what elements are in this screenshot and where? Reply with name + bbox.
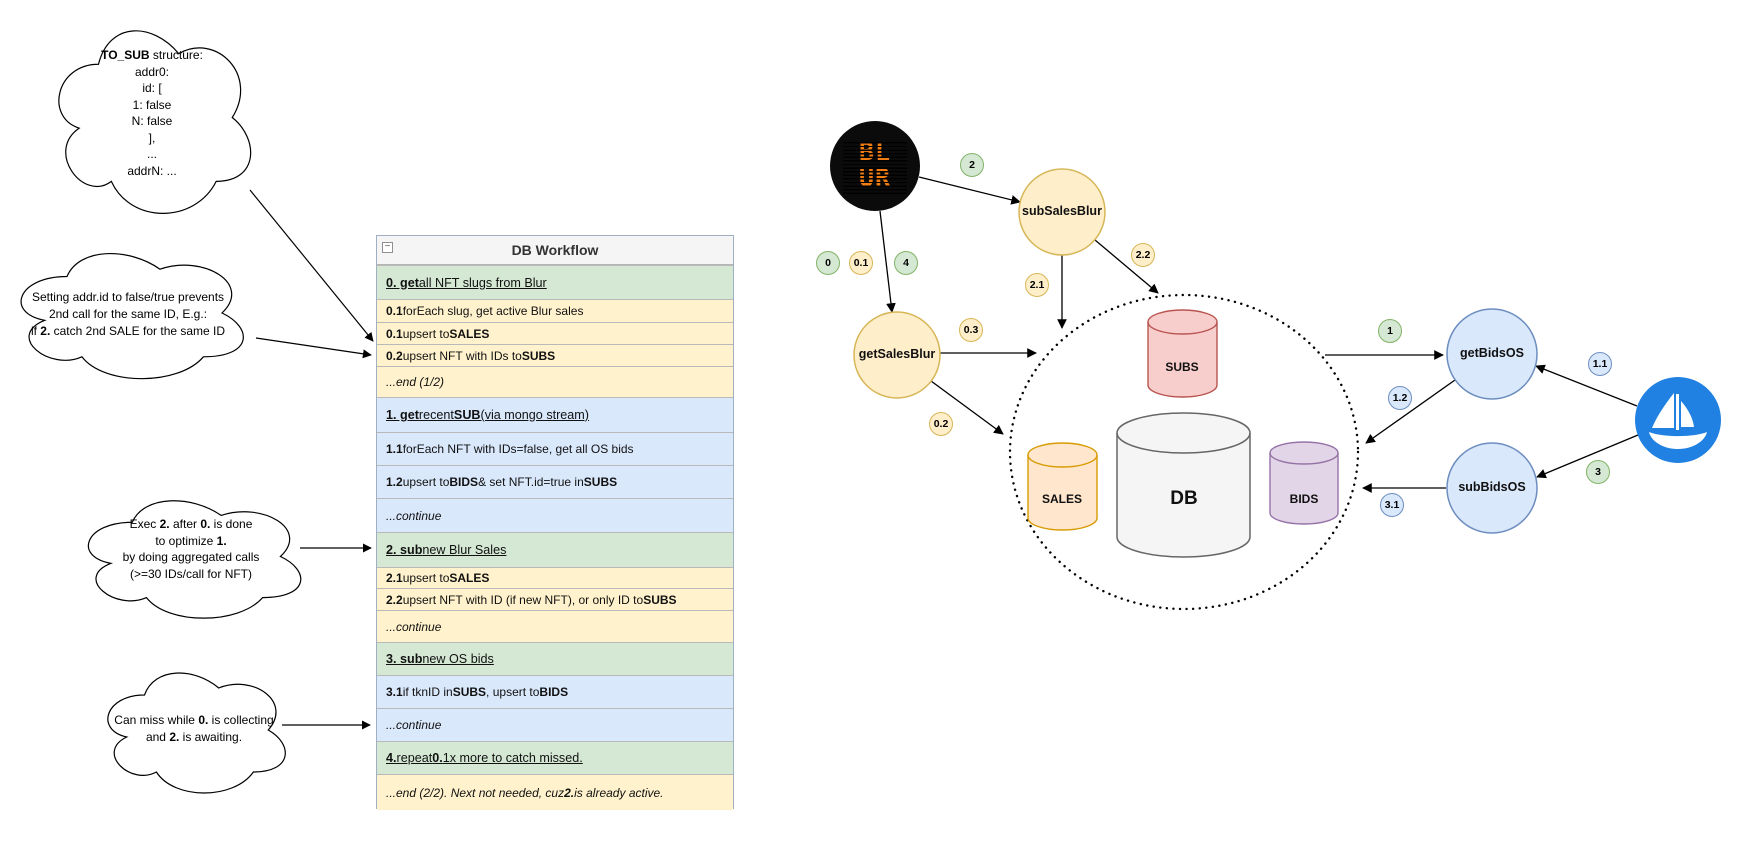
arrow-opensea-to-getbidsos[interactable] [1535,364,1638,407]
node-getbidsos[interactable] [1446,308,1538,400]
node-getsalesblur[interactable] [853,311,941,399]
arrow-blur-to-getsalesblur[interactable] [879,210,896,313]
badge-1[interactable]: 1 [1378,319,1402,343]
subs-cylinder-label: SUBS [1165,360,1199,374]
cylinder-subs[interactable] [1147,309,1218,398]
row-1-1[interactable]: 1.1 forEach NFT with IDs=false, get all … [377,432,733,465]
badge-4[interactable]: 4 [894,251,918,275]
row-continue-2[interactable]: ...continue [377,610,733,642]
arrow-blur-to-subsalesblur[interactable] [918,176,1021,205]
db-cylinder-label: DB [1170,488,1198,509]
badge-1-2[interactable]: 1.2 [1388,386,1412,410]
row-0-1-upsert[interactable]: 0.1 upsert to SALES [377,322,733,344]
row-0-2-upsert[interactable]: 0.2 upsert NFT with IDs to SUBS [377,344,733,366]
cloud-to-sub-structure[interactable] [58,30,252,214]
table-header: − DB Workflow [377,236,733,265]
row-2-sub[interactable]: 2. sub new Blur Sales [377,532,733,567]
row-2-2[interactable]: 2.2 upsert NFT with ID (if new NFT), or … [377,588,733,610]
sales-cylinder-label: SALES [1041,492,1082,506]
badge-0[interactable]: 0 [816,251,840,275]
cylinder-db[interactable] [1116,412,1251,558]
bids-cylinder-label: BIDS [1289,492,1319,506]
cloud-exec-order[interactable] [87,500,302,619]
row-end-2-2[interactable]: ...end (2/2). Next not needed, cuz 2. is… [377,774,733,810]
row-0-get[interactable]: 0. get all NFT slugs from Blur [377,265,733,299]
arrow-cloud2-to-row02[interactable] [255,337,372,359]
badge-1-1[interactable]: 1.1 [1588,352,1612,376]
badge-3[interactable]: 3 [1586,460,1610,484]
row-3-sub[interactable]: 3. sub new OS bids [377,642,733,675]
arrow-getbidsos-to-db-12[interactable] [1365,379,1456,444]
row-3-1[interactable]: 3.1 if tknID in SUBS, upsert to BIDS [377,675,733,708]
node-subsalesblur[interactable] [1018,168,1106,256]
cylinder-sales[interactable] [1027,442,1098,531]
row-1-2[interactable]: 1.2 upsert to BIDS & set NFT.id=true in … [377,465,733,498]
subsalesblur-label: subSalesBlur [1022,204,1102,218]
db-boundary-ellipse[interactable] [1008,293,1360,611]
getsalesblur-label: getSalesBlur [858,347,936,361]
table-title: DB Workflow [511,242,599,258]
row-2-1[interactable]: 2.1 upsert to SALES [377,567,733,588]
badge-2-1[interactable]: 2.1 [1025,273,1049,297]
node-subbidsos[interactable] [1446,442,1538,534]
blur-logo-text: BL UR [858,137,892,192]
opensea-ship-icon[interactable] [1635,377,1721,463]
subbidsos-label: subBidsOS [1458,480,1526,494]
badge-0-3[interactable]: 0.3 [959,318,983,342]
badge-2-2[interactable]: 2.2 [1131,243,1155,267]
row-4-repeat[interactable]: 4. repeat 0. 1x more to catch missed. [377,741,733,774]
db-workflow-table[interactable]: − DB Workflow 0. get all NFT slugs from … [376,235,734,810]
arrow-getsalesblur-to-db-02[interactable] [930,380,1004,435]
arrow-cloud1-to-row02[interactable] [249,189,374,342]
row-continue-1[interactable]: ...continue [377,498,733,532]
cloud-can-miss[interactable] [107,672,286,794]
badge-0-2[interactable]: 0.2 [929,412,953,436]
badge-2[interactable]: 2 [960,153,984,177]
badge-3-1[interactable]: 3.1 [1380,493,1404,517]
badge-0-1[interactable]: 0.1 [849,251,873,275]
row-0-1-foreach[interactable]: 0.1 forEach slug, get active Blur sales [377,299,733,322]
row-continue-3[interactable]: ...continue [377,708,733,741]
cylinder-bids[interactable] [1269,441,1339,525]
getbidsos-label: getBidsOS [1460,346,1524,360]
cloud-prevent-2nd-call[interactable] [20,252,244,380]
collapse-button[interactable]: − [382,242,393,253]
arrow-opensea-to-subbidsos[interactable] [1536,434,1639,479]
row-1-get[interactable]: 1. get recent SUB (via mongo stream) [377,397,733,432]
row-end-1-2[interactable]: ...end (1/2) [377,366,733,397]
arrow-subsalesblur-to-db-22[interactable] [1094,239,1159,294]
